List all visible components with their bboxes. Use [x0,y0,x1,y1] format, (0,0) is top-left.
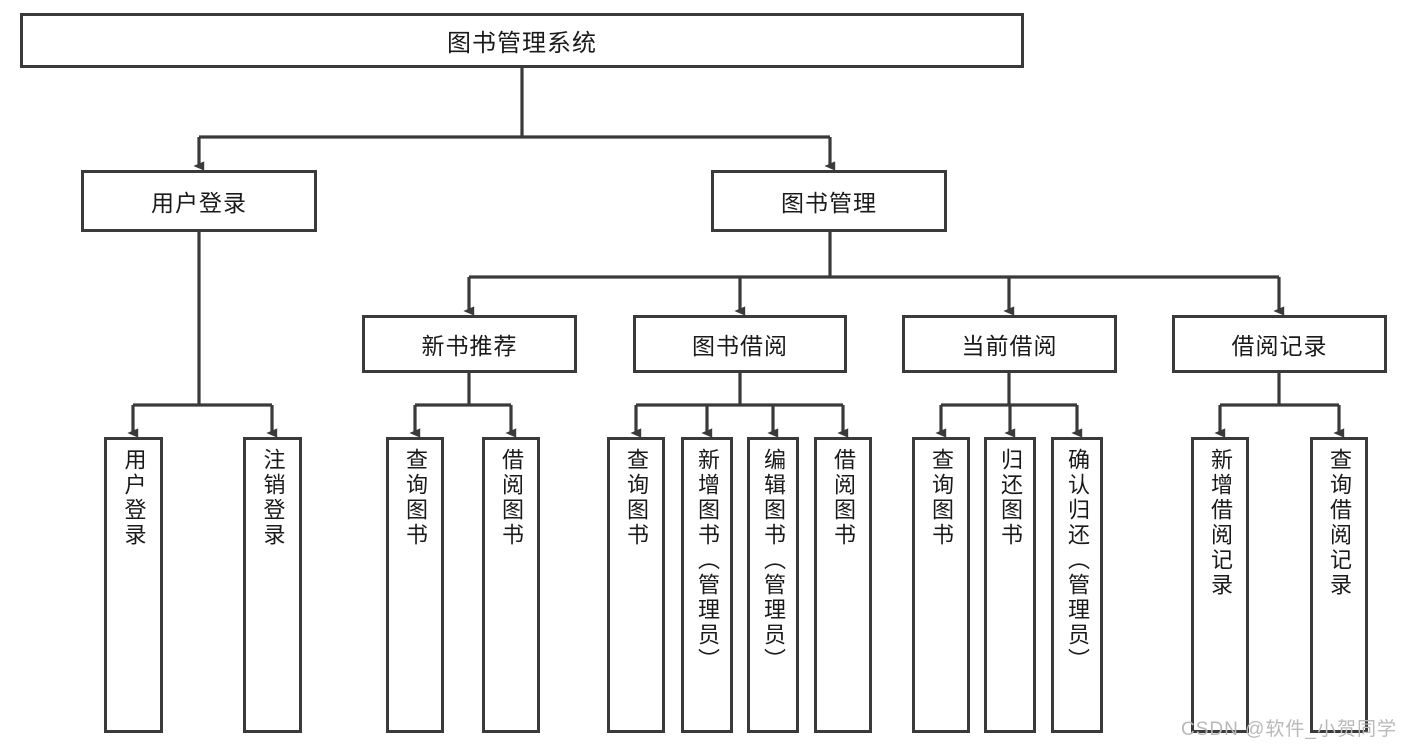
node-root[interactable]: 图书管理系统 [20,13,1024,68]
leaf-add-book-admin-label: 新增图书（管理员） [695,448,720,673]
node-new-book-recommend[interactable]: 新书推荐 [362,315,577,373]
leaf-add-borrow-record-label: 新增借阅记录 [1208,448,1233,598]
node-new-book-recommend-label: 新书推荐 [421,333,518,359]
leaf-borrow-book-nbr-label: 借阅图书 [499,448,524,548]
node-book-management-label: 图书管理 [781,190,877,216]
node-current-borrow-label: 当前借阅 [961,333,1058,359]
node-book-borrow[interactable]: 图书借阅 [633,315,847,373]
node-current-borrow[interactable]: 当前借阅 [902,315,1117,373]
leaf-query-book-bb-label: 查询图书 [624,448,649,548]
leaf-return-book[interactable]: 归还图书 [984,437,1036,733]
node-user-login-label: 用户登录 [151,190,247,216]
leaf-borrow-book-nbr[interactable]: 借阅图书 [482,437,540,733]
node-borrow-record-label: 借阅记录 [1231,333,1328,359]
leaf-logout[interactable]: 注销登录 [243,437,302,733]
leaf-user-login[interactable]: 用户登录 [104,437,163,733]
leaf-confirm-return-admin[interactable]: 确认归还（管理员） [1051,437,1103,733]
leaf-query-book-nbr-label: 查询图书 [403,448,428,548]
leaf-user-login-label: 用户登录 [121,448,147,548]
leaf-query-book-bb[interactable]: 查询图书 [607,437,665,733]
leaf-add-book-admin[interactable]: 新增图书（管理员） [681,437,733,733]
leaf-return-book-label: 归还图书 [998,448,1023,548]
leaf-add-borrow-record[interactable]: 新增借阅记录 [1191,437,1249,733]
node-user-login[interactable]: 用户登录 [81,170,317,232]
leaf-borrow-book-bb[interactable]: 借阅图书 [814,437,872,733]
leaf-edit-book-admin-label: 编辑图书（管理员） [761,448,786,673]
leaf-query-book-cb-label: 查询图书 [929,448,954,548]
node-book-management[interactable]: 图书管理 [711,170,947,232]
leaf-query-borrow-record-label: 查询借阅记录 [1327,448,1352,598]
node-book-borrow-label: 图书借阅 [692,333,788,359]
leaf-confirm-return-admin-label: 确认归还（管理员） [1065,448,1090,673]
node-root-label: 图书管理系统 [447,30,597,57]
leaf-edit-book-admin[interactable]: 编辑图书（管理员） [747,437,799,733]
csdn-watermark: CSDN @软件_小贺同学 [1181,719,1397,740]
node-borrow-record[interactable]: 借阅记录 [1172,315,1387,373]
leaf-query-book-nbr[interactable]: 查询图书 [386,437,444,733]
leaf-borrow-book-bb-label: 借阅图书 [831,448,856,548]
leaf-query-borrow-record[interactable]: 查询借阅记录 [1310,437,1368,733]
leaf-query-book-cb[interactable]: 查询图书 [912,437,970,733]
leaf-logout-label: 注销登录 [260,448,286,548]
